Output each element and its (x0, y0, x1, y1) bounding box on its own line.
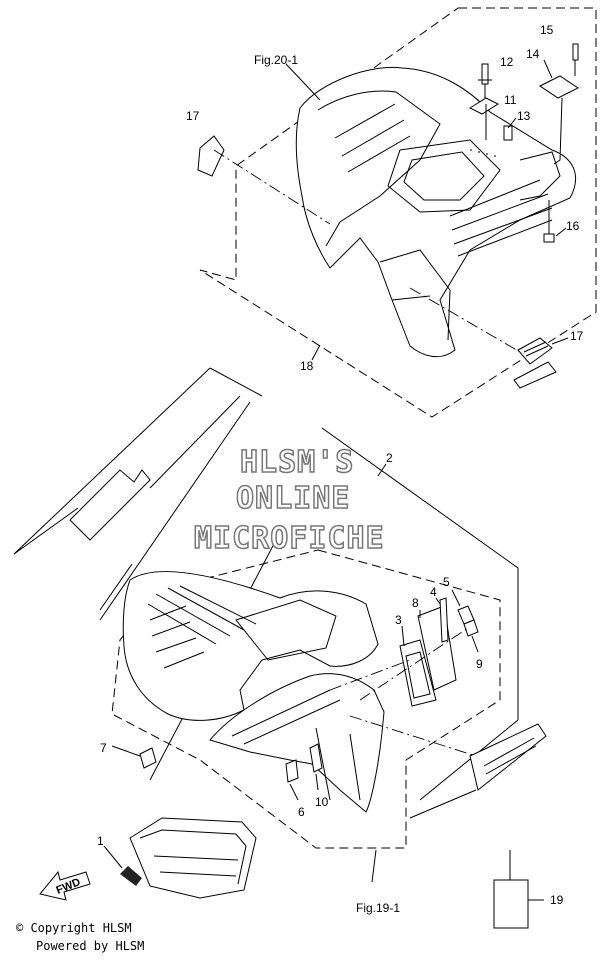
rear-fender-tail (519, 151, 561, 201)
callout-11: 11 (504, 93, 517, 107)
callout-17-left: 17 (186, 109, 200, 123)
leader-9 (471, 635, 479, 653)
callout-17-right: 17 (570, 329, 584, 343)
front-fender-lower-stripe (231, 689, 341, 745)
leader-1 (103, 845, 123, 869)
leader-fig20 (285, 63, 321, 101)
decal-right-leader (349, 715, 477, 757)
decal-2-stripe (13, 507, 133, 611)
grommet-16 (543, 233, 555, 243)
rear-fender-rear-ribs (449, 179, 553, 257)
decal-right-tail (409, 789, 477, 819)
fwd-arrow (39, 870, 91, 901)
bolt-4 (439, 597, 449, 643)
leader-17-right (551, 337, 569, 345)
leader-18 (311, 344, 321, 361)
rear-fender-inner-edge (317, 90, 441, 247)
callout-14: 14 (526, 47, 540, 61)
decal-17-left (197, 135, 225, 177)
leader-6 (289, 783, 299, 801)
leader-16 (555, 227, 567, 237)
callout-6: 6 (298, 805, 305, 819)
decal-17-right (517, 337, 553, 365)
plate-14 (539, 75, 579, 99)
decal-right-large (469, 723, 547, 791)
watermark-line-3: MICROFICHE (194, 521, 385, 556)
headlight-housing-face (139, 829, 247, 885)
bracket-leader (329, 627, 469, 701)
leader-fig19 (371, 849, 377, 883)
callout-15: 15 (540, 23, 554, 37)
fig-ref-top: Fig.20-1 (254, 53, 298, 67)
callout-12: 12 (500, 55, 514, 69)
decal-17-left-leader (213, 149, 331, 225)
front-fender-grille (149, 605, 205, 669)
front-fender-headlight-bay (235, 599, 337, 661)
tag-19 (493, 879, 529, 929)
front-fender-mudflap (315, 727, 361, 801)
rear-fender-recess-inner (403, 151, 485, 201)
leader-7 (111, 745, 141, 757)
leader-4 (435, 597, 441, 605)
leader-13 (507, 117, 517, 129)
front-fender-ridges (147, 585, 257, 645)
callout-2: 2 (386, 451, 393, 465)
nut-9 (463, 619, 479, 637)
bracket-3-inner (405, 651, 431, 699)
footer: © Copyright HLSM Powered by HLSM (16, 921, 144, 953)
headlight-lens (120, 866, 142, 886)
callout-16: 16 (566, 219, 580, 233)
rear-fender-body (295, 66, 577, 358)
callout-9: 9 (476, 657, 483, 671)
clip-6 (285, 759, 299, 783)
callout-1: 1 (97, 834, 104, 848)
clip-10 (309, 743, 323, 773)
screw-15 (572, 43, 579, 61)
front-fender-body (122, 571, 379, 721)
rear-fender-holes (470, 149, 496, 157)
watermark-line-1: HLSM'S (240, 445, 354, 480)
decal-7 (139, 747, 157, 769)
callout-13: 13 (517, 109, 531, 123)
watermark-line-2: ONLINE (236, 481, 350, 516)
front-fender-group (13, 367, 547, 929)
decal-17-right-backing (513, 361, 557, 389)
decal-2-left (69, 469, 151, 541)
watermark: HLSM'S ONLINE MICROFICHE (193, 444, 385, 557)
leader-2 (377, 463, 387, 477)
leader-10 (315, 773, 319, 791)
callout-5: 5 (443, 575, 450, 589)
fig-ref-bottom: Fig.19-1 (356, 901, 400, 915)
leader-3 (401, 625, 405, 647)
front-fender-lower (209, 673, 385, 813)
rear-fender-boundary (199, 7, 597, 418)
callout-labels: Fig.20-1 Fig.19-1 1 2 3 4 5 6 7 8 9 10 1… (97, 23, 584, 915)
callout-7: 7 (100, 741, 107, 755)
bracket-11 (468, 97, 500, 115)
bracket-3 (399, 639, 437, 707)
bolt-12 (481, 63, 489, 85)
callout-4: 4 (430, 585, 437, 599)
callout-18: 18 (300, 359, 314, 373)
leader-5 (451, 589, 461, 607)
callout-19: 19 (550, 893, 564, 907)
clip-13 (503, 125, 513, 141)
decal-17-right-lettering (523, 341, 549, 357)
callout-10: 10 (315, 795, 329, 809)
callout-3: 3 (395, 613, 402, 627)
rear-fender-seat-recess (387, 139, 501, 213)
leader-14 (543, 59, 553, 79)
screw-15-leader (553, 60, 576, 165)
rear-fender-mudguard (379, 249, 451, 341)
decal-right-lettering (483, 737, 537, 775)
rear-fender-group (197, 7, 597, 418)
callout-8: 8 (412, 596, 419, 610)
powered-by-text: Powered by HLSM (36, 939, 144, 953)
front-outline-2 (13, 367, 519, 720)
rear-fender-ridge (334, 103, 411, 173)
copyright-text: © Copyright HLSM (16, 921, 132, 935)
